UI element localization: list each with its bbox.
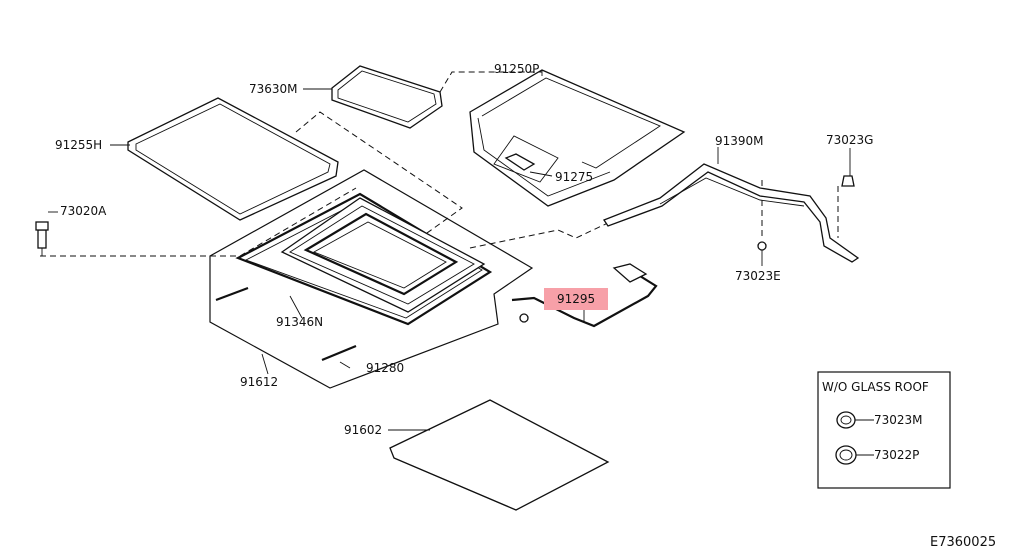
label-73023E[interactable]: 73023E bbox=[735, 269, 781, 283]
part-91280-tube[interactable] bbox=[215, 286, 357, 362]
label-73020A[interactable]: 73020A bbox=[60, 204, 107, 218]
inset-part-73023M[interactable]: 73023M bbox=[874, 413, 923, 427]
part-91390M-rail[interactable] bbox=[603, 163, 860, 263]
inset-part-73022P[interactable]: 73022P bbox=[874, 448, 919, 462]
label-91255H[interactable]: 91255H bbox=[55, 138, 102, 152]
part-73023M-grommet[interactable] bbox=[836, 411, 856, 429]
part-91250P-sunshade[interactable] bbox=[469, 69, 686, 207]
label-91612[interactable]: 91612 bbox=[240, 375, 278, 389]
label-73023G[interactable]: 73023G bbox=[826, 133, 873, 147]
part-73023G-clip[interactable] bbox=[841, 175, 855, 187]
label-91280[interactable]: 91280 bbox=[366, 361, 404, 375]
part-91255H-glass[interactable] bbox=[127, 97, 339, 221]
label-73630M[interactable]: 73630M bbox=[249, 82, 298, 96]
part-91295-harness[interactable] bbox=[511, 263, 658, 328]
label-91250P[interactable]: 91250P bbox=[494, 62, 539, 76]
part-91612-frame-assembly[interactable] bbox=[209, 169, 534, 389]
frame-inner bbox=[280, 197, 486, 313]
label-91346N[interactable]: 91346N bbox=[276, 315, 323, 329]
highlight-91295 bbox=[544, 288, 608, 310]
part-73630M-glass[interactable] bbox=[331, 65, 443, 129]
label-91602[interactable]: 91602 bbox=[344, 423, 382, 437]
inset-title: W/O GLASS ROOF bbox=[822, 380, 929, 394]
part-91275-handle[interactable] bbox=[493, 135, 559, 183]
part-73020A-bolt[interactable] bbox=[35, 221, 49, 256]
label-91390M[interactable]: 91390M bbox=[715, 134, 764, 148]
label-91275[interactable]: 91275 bbox=[555, 170, 593, 184]
part-73022P-grommet[interactable] bbox=[835, 445, 857, 465]
part-91346N-seal[interactable] bbox=[235, 192, 493, 326]
inset-wo-glass-roof: W/O GLASS ROOF 73023M 73022P bbox=[817, 371, 951, 489]
part-91602-headliner[interactable] bbox=[389, 399, 610, 511]
label-91295[interactable]: 91295 bbox=[557, 292, 595, 306]
diagram-code: E7360025 bbox=[930, 535, 996, 550]
part-73023E-clip[interactable] bbox=[757, 241, 767, 251]
